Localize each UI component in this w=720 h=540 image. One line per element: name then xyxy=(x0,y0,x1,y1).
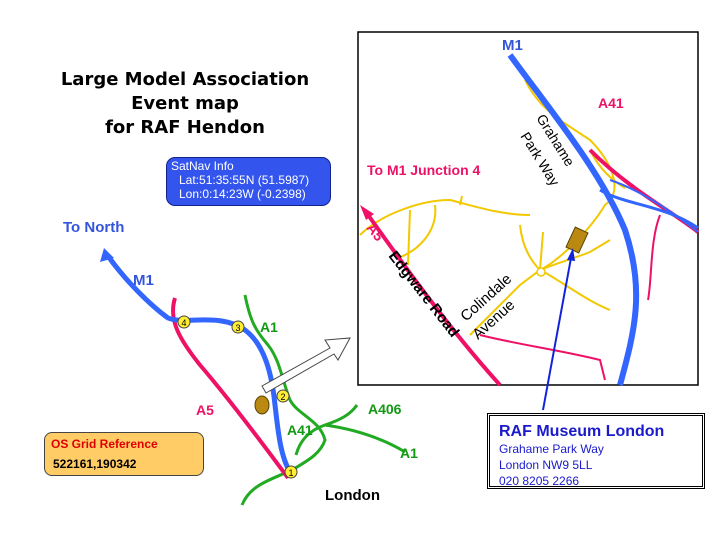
to-north-label: To North xyxy=(63,219,124,236)
museum-name: RAF Museum London xyxy=(499,423,665,440)
satnav-heading: SatNav Info xyxy=(171,159,234,173)
svg-text:1: 1 xyxy=(288,468,293,478)
london-label: London xyxy=(325,487,380,504)
overview-a5-label: A5 xyxy=(196,402,214,418)
roundabout xyxy=(536,267,546,277)
overview-m1-label: M1 xyxy=(133,272,154,289)
junction-2: 2 xyxy=(276,389,290,403)
junction-3: 3 xyxy=(231,320,245,334)
arrowhead-icon xyxy=(567,248,575,261)
to-m1-junction-label: To M1 Junction 4 xyxy=(367,162,481,178)
svg-text:2: 2 xyxy=(280,392,285,402)
satnav-latitude: Lat:51:35:55N (51.5987) xyxy=(179,173,310,187)
junction-4: 4 xyxy=(177,315,191,329)
museum-phone: 020 8205 2266 xyxy=(499,474,580,488)
zoom-pointer-arrow-icon xyxy=(261,337,351,394)
os-grid-heading: OS Grid Reference xyxy=(51,437,158,451)
overview-a1-label: A1 xyxy=(260,319,278,335)
inset-map-frame xyxy=(357,31,699,386)
overview-a1-bottom-label: A1 xyxy=(400,445,418,461)
museum-street: Grahame Park Way xyxy=(499,442,604,456)
overview-m1-road xyxy=(105,254,293,474)
museum-town: London NW9 5LL xyxy=(499,458,593,472)
inset-m1-label: M1 xyxy=(502,37,523,54)
os-grid-reference-box: OS Grid Reference 522161,190342 xyxy=(44,432,204,476)
svg-text:3: 3 xyxy=(235,323,240,333)
museum-pointer-line xyxy=(542,257,572,411)
museum-location-icon xyxy=(254,395,270,415)
overview-a41-label: A41 xyxy=(287,422,313,438)
junction-1: 1 xyxy=(284,465,298,479)
svg-text:4: 4 xyxy=(181,318,186,328)
satnav-info-box: SatNav Info Lat:51:35:55N (51.5987) Lon:… xyxy=(166,157,331,206)
overview-a406-label: A406 xyxy=(368,401,402,417)
museum-address-box: RAF Museum London Grahame Park Way Londo… xyxy=(487,413,705,489)
junction-markers: 1 2 3 4 xyxy=(177,315,298,479)
os-grid-value: 522161,190342 xyxy=(53,457,137,471)
north-arrow-icon xyxy=(100,248,114,262)
inset-a41-label: A41 xyxy=(598,95,624,111)
page-title: Large Model Association Event map for RA… xyxy=(60,69,310,138)
satnav-longitude: Lon:0:14:23W (-0.2398) xyxy=(179,187,306,201)
inset-m1 xyxy=(507,53,699,386)
a5-arrow-icon xyxy=(360,205,374,220)
